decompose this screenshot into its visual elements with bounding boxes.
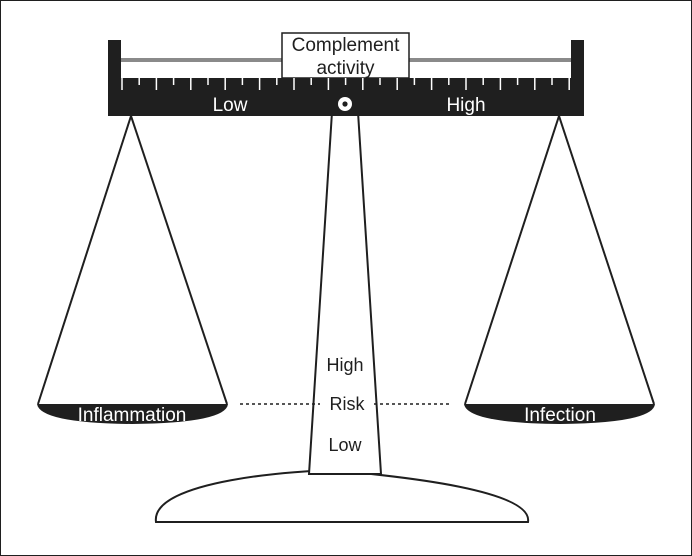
risk-high-label: High — [326, 355, 363, 375]
beam-tick-marks — [121, 78, 570, 90]
right-pan-strings — [464, 115, 655, 405]
risk-label: Risk — [330, 394, 366, 414]
right-pan-label: Infection — [524, 405, 596, 426]
left-pan-strings — [37, 115, 228, 405]
risk-low-label: Low — [328, 435, 362, 455]
scale-title-box — [281, 32, 410, 79]
scale-title-line1: Complement — [292, 35, 400, 56]
left-pan — [37, 404, 228, 424]
beam-right-post — [571, 40, 584, 90]
beam-left-post — [108, 40, 121, 90]
pivot-icon — [338, 97, 352, 111]
right-pan — [464, 404, 655, 424]
scale-title-line2: activity — [316, 58, 375, 79]
beam-high-label: High — [446, 95, 485, 116]
left-pan-label: Inflammation — [78, 405, 187, 426]
beam-low-label: Low — [213, 95, 248, 116]
